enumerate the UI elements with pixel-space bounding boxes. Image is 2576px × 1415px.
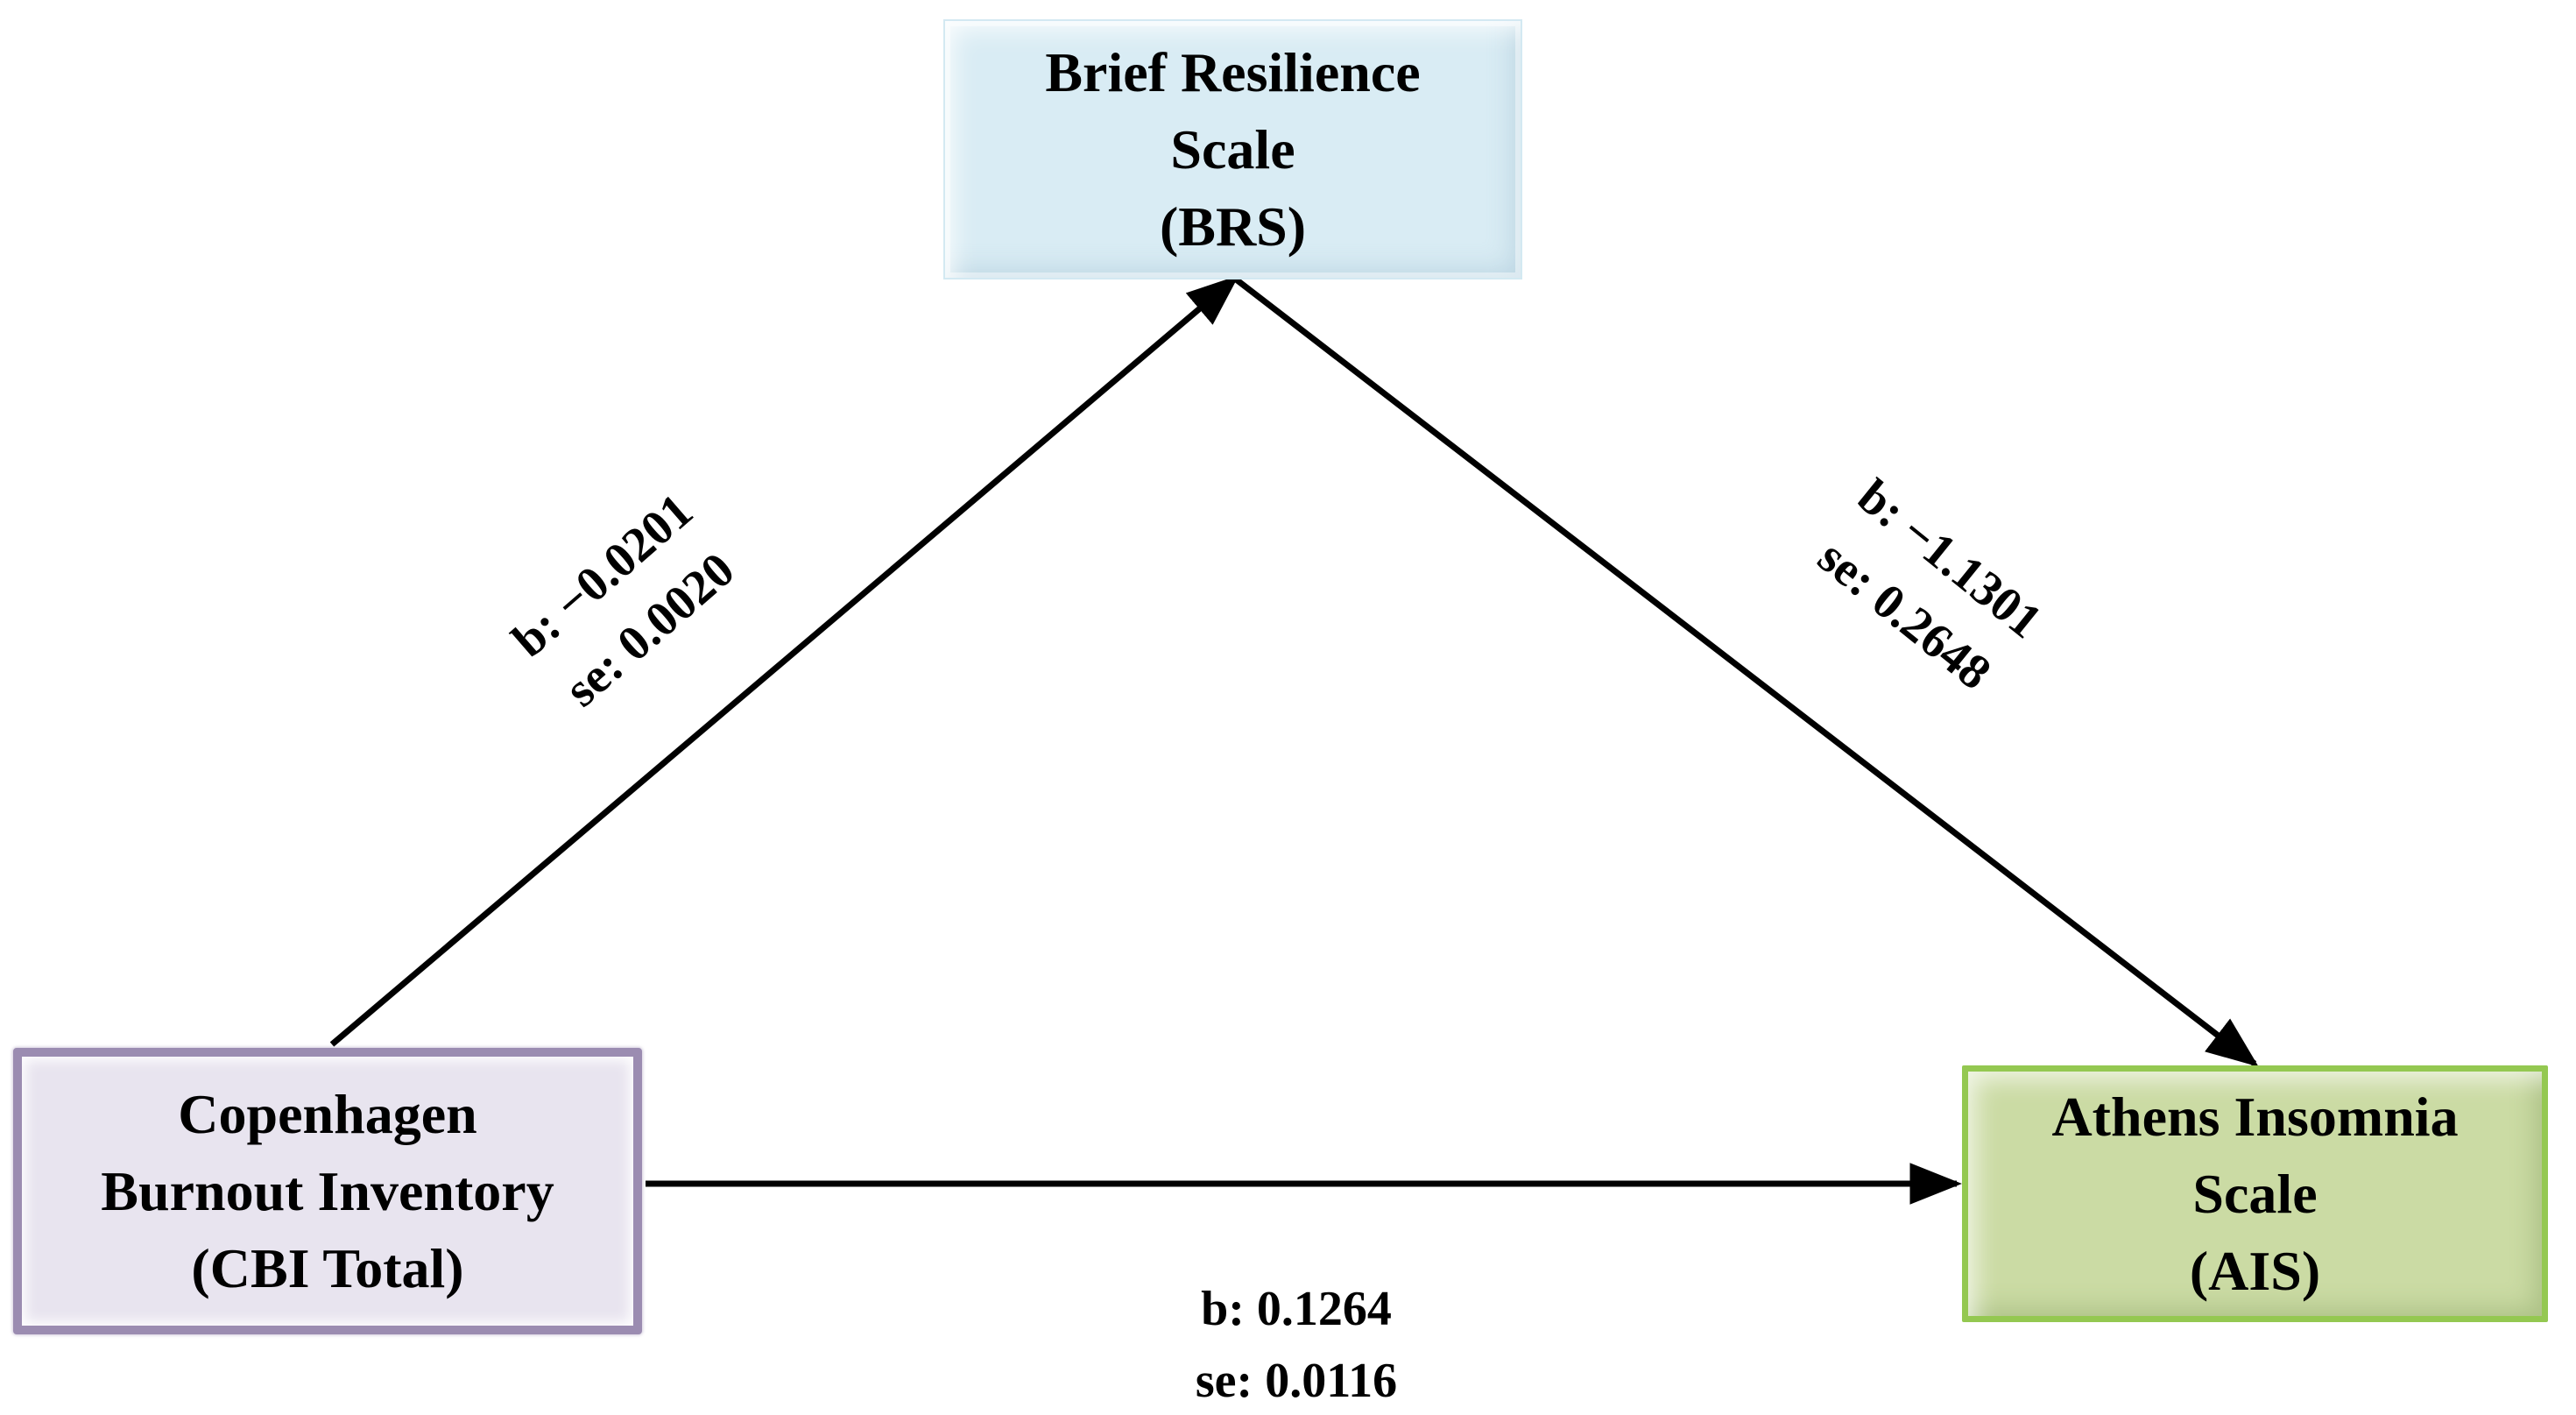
node-label-line: (CBI Total) <box>191 1236 464 1299</box>
node-label-line: Athens Insomnia <box>2051 1085 2459 1148</box>
node-brief-resilience-scale: Brief Resilience Scale (BRS) <box>943 19 1522 279</box>
node-label-line: Burnout Inventory <box>101 1159 554 1222</box>
node-label-line: (AIS) <box>2189 1239 2321 1302</box>
b-coefficient-text: b: 0.1264 <box>1201 1282 1392 1336</box>
node-athens-insomnia-scale: Athens Insomnia Scale (AIS) <box>1962 1065 2548 1322</box>
path-c-coefficient-label: b: 0.1264 se: 0.0116 <box>1196 1273 1397 1415</box>
path-b-arrow-mediator-to-outcome <box>1232 276 2259 1067</box>
node-label-line: Scale <box>2192 1162 2318 1225</box>
path-a-arrow-predictor-to-mediator <box>329 275 1239 1047</box>
node-label-line: Copenhagen <box>178 1082 477 1145</box>
se-coefficient-text: se: 0.0116 <box>1195 1354 1398 1408</box>
node-label-line: Brief Resilience <box>1045 40 1421 103</box>
node-copenhagen-burnout-inventory: Copenhagen Burnout Inventory (CBI Total) <box>13 1048 642 1334</box>
node-label-line: Scale <box>1170 117 1295 180</box>
node-label-line: (BRS) <box>1159 195 1307 258</box>
